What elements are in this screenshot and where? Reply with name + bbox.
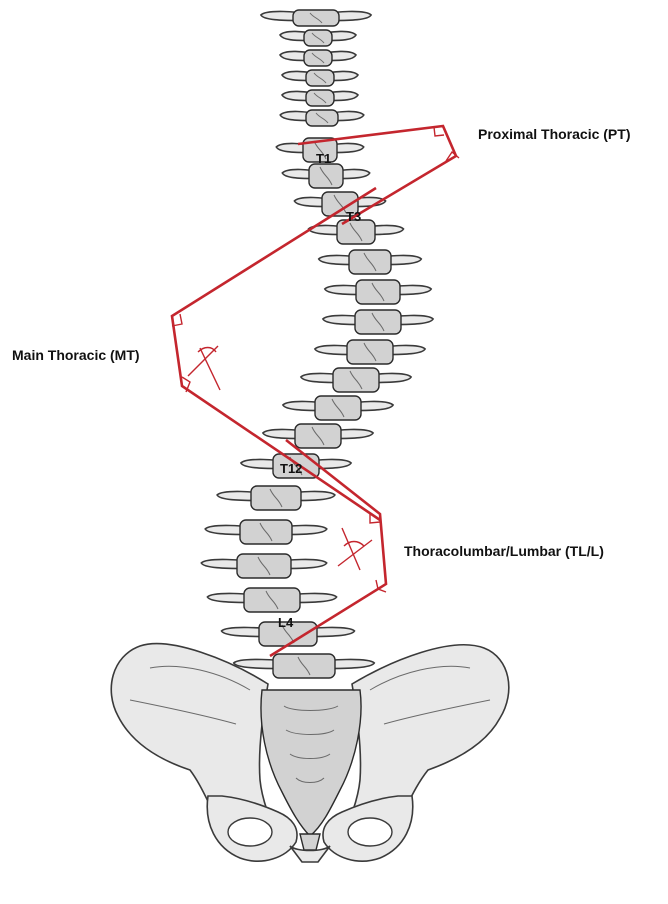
- vertebra: [261, 423, 375, 449]
- vertebral-column: [200, 9, 435, 679]
- vertebra: [323, 279, 433, 305]
- vertebra: [281, 69, 359, 87]
- left-iliac-wing: [110, 642, 282, 849]
- vertebra-label-l4: L4: [278, 615, 294, 630]
- vertebra: [317, 249, 423, 275]
- vertebra-label-t3: T3: [346, 209, 361, 224]
- vertebra: [281, 163, 371, 189]
- vertebra-label-t12: T12: [280, 461, 302, 476]
- vertebra: [293, 191, 387, 217]
- vertebra: [279, 29, 357, 47]
- cobb-angle-lines: [170, 124, 460, 658]
- vertebra: [259, 9, 373, 27]
- coccyx: [299, 833, 321, 851]
- vertebra: [206, 587, 338, 613]
- curve-label-main-thoracic: Main Thoracic (MT): [12, 347, 140, 363]
- vertebra: [279, 49, 357, 67]
- vertebra: [279, 109, 365, 127]
- vertebra: [204, 519, 328, 545]
- vertebra: [321, 309, 435, 335]
- curve-label-thoracolumbar-lumbar: Thoracolumbar/Lumbar (TL/L): [404, 543, 604, 559]
- vertebra: [281, 89, 359, 107]
- vertebra: [200, 553, 328, 579]
- vertebra: [220, 621, 356, 647]
- right-iliac-wing: [338, 644, 510, 849]
- vertebra-label-t1: T1: [316, 151, 331, 166]
- vertebra: [307, 219, 405, 245]
- vertebra: [281, 395, 395, 421]
- tl-curve-lines: [269, 438, 388, 658]
- pt-curve-lines: [297, 124, 460, 226]
- pelvis-illustration: [110, 642, 510, 863]
- curve-label-proximal-thoracic: Proximal Thoracic (PT): [478, 126, 630, 142]
- vertebra: [232, 653, 376, 679]
- mt-curve-lines: [170, 186, 381, 522]
- vertebra: [216, 485, 336, 511]
- vertebra: [313, 339, 427, 365]
- vertebra: [299, 367, 413, 393]
- vertebra: [275, 137, 365, 163]
